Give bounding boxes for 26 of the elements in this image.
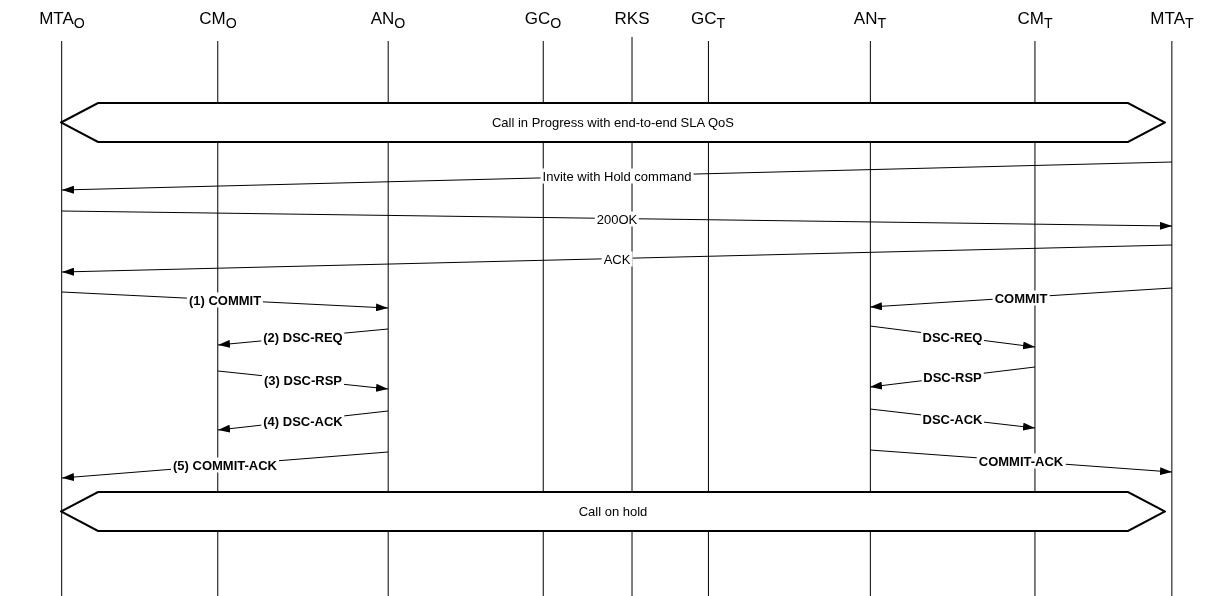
participant-label: MTA$_{O}$ bbox=[39, 8, 85, 34]
band-label: Call on hold bbox=[578, 504, 648, 519]
edge-label: COMMIT bbox=[992, 290, 1050, 305]
edge-label: DSC-ACK bbox=[920, 411, 985, 426]
message-arrow bbox=[61, 210, 1173, 230]
participant-label: MTA$_{T}$ bbox=[1150, 8, 1194, 34]
edge-label: (2) DSC-REQ bbox=[261, 329, 345, 345]
participant-label: RKS bbox=[614, 8, 650, 30]
participant-label: AN$_{T}$ bbox=[853, 8, 887, 34]
band-label: Call in Progress with end-to-end SLA QoS bbox=[491, 115, 735, 130]
edge-label: Invite with Hold command bbox=[540, 168, 694, 184]
edge-label: (4) DSC-ACK bbox=[261, 413, 345, 428]
participant-label: GC$_{O}$ bbox=[524, 8, 562, 34]
edge-label: DSC-RSP bbox=[921, 369, 984, 385]
edge-label: 200OK bbox=[594, 211, 640, 226]
edge-label: DSC-REQ bbox=[920, 329, 985, 344]
edge-label: ACK bbox=[601, 251, 633, 266]
participant-label: GC$_{T}$ bbox=[690, 8, 726, 34]
participant-label: CM$_{O}$ bbox=[199, 8, 237, 34]
edge-label: (5) COMMIT-ACK bbox=[171, 457, 279, 473]
edge-label: COMMIT-ACK bbox=[976, 453, 1066, 469]
edge-label: (1) COMMIT bbox=[186, 292, 264, 308]
participant-label: AN$_{O}$ bbox=[370, 8, 406, 34]
participant-label: CM$_{T}$ bbox=[1017, 8, 1053, 34]
edge-label: (3) DSC-RSP bbox=[262, 372, 344, 388]
message-arrow bbox=[61, 244, 1173, 276]
